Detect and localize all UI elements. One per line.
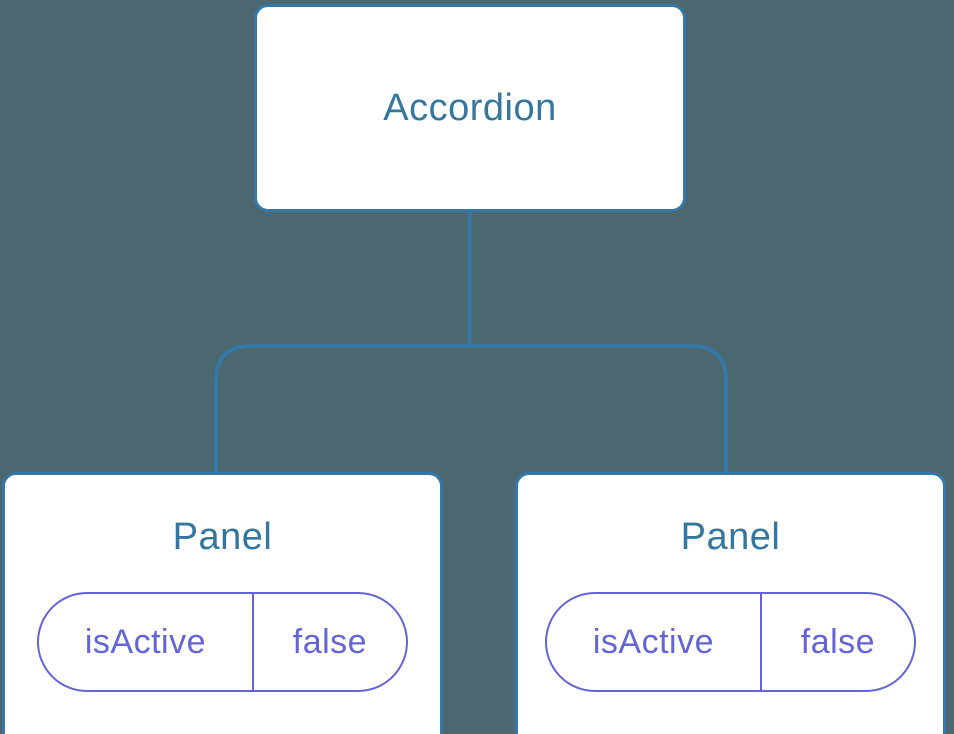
panel-node-right: Panel isActive false [515, 472, 946, 734]
accordion-node: Accordion [254, 4, 686, 212]
accordion-node-label: Accordion [383, 86, 557, 129]
prop-badge: isActive false [37, 592, 408, 692]
prop-value: false [800, 622, 876, 661]
panel-node-left: Panel isActive false [2, 472, 443, 734]
panel-node-label: Panel [680, 516, 781, 558]
prop-badge: isActive false [545, 592, 916, 692]
connector-branch-bracket [214, 344, 728, 474]
prop-name: isActive [39, 594, 254, 690]
prop-value: false [292, 622, 368, 661]
panel-node-label: Panel [172, 516, 273, 558]
prop-name: isActive [547, 594, 762, 690]
